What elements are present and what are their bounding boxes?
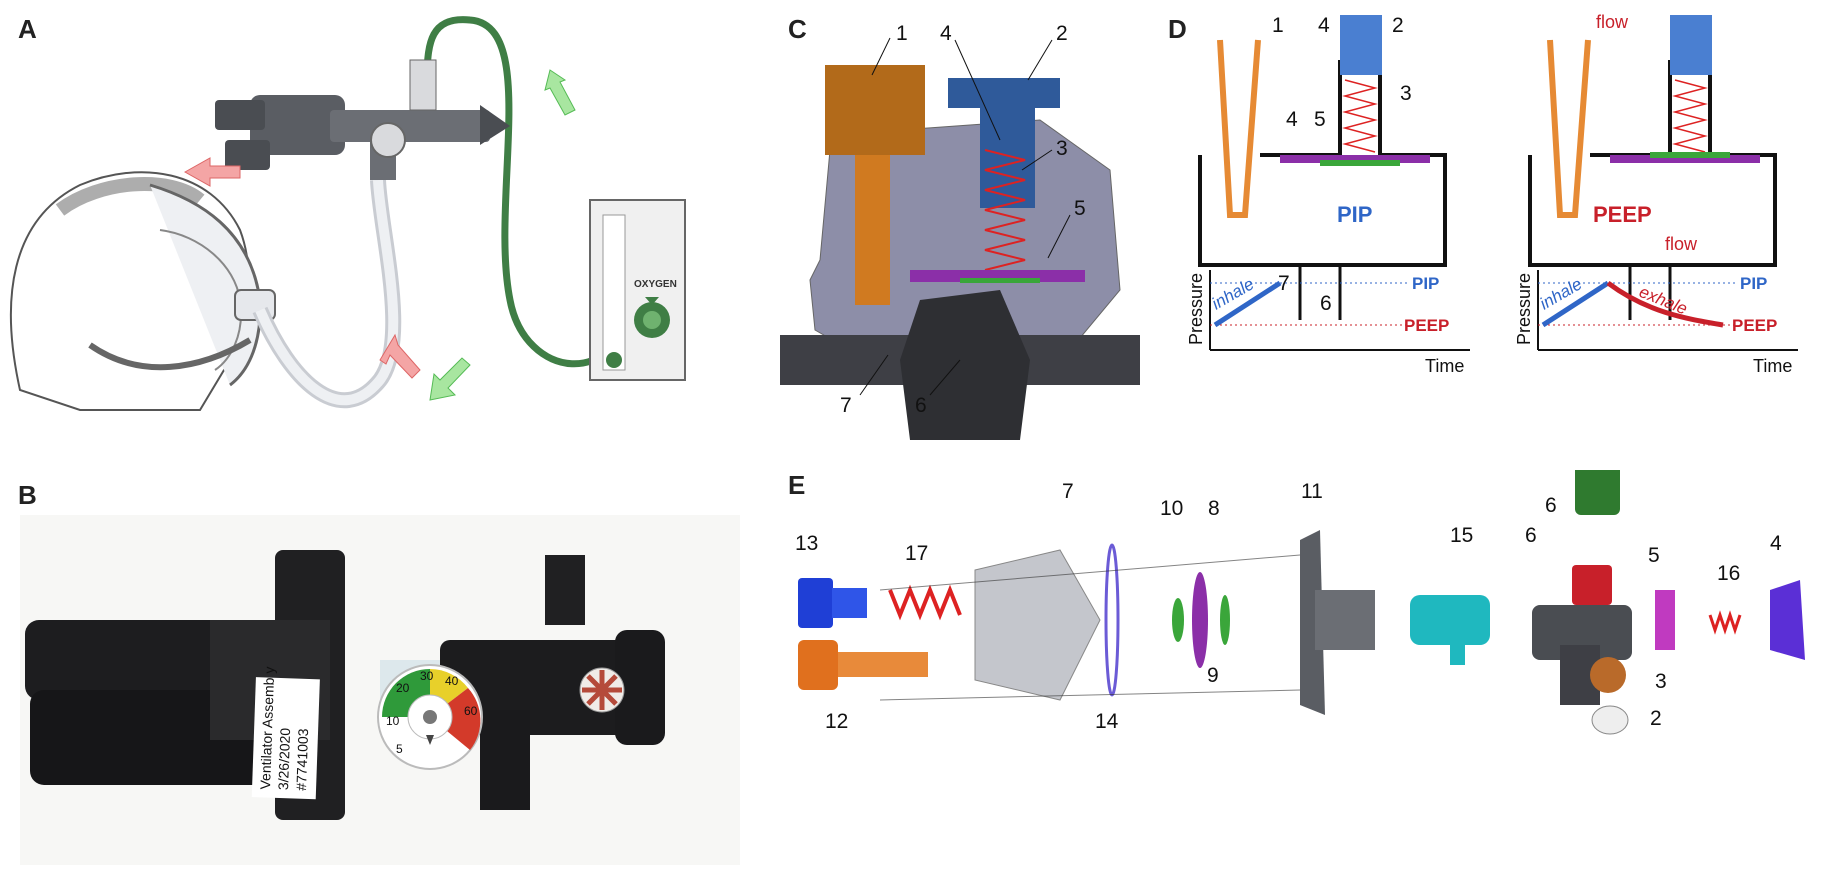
plot-x-label: Time bbox=[1425, 356, 1464, 376]
d-label-7: 7 bbox=[1278, 272, 1290, 295]
gauge-number-40: 40 bbox=[445, 674, 459, 688]
d-label-4: 4 bbox=[1318, 14, 1330, 37]
plot-inhale-line bbox=[1213, 280, 1282, 328]
panel-letter-b: B bbox=[18, 480, 37, 510]
e-label-10: 10 bbox=[1160, 497, 1183, 520]
label-line-3: #7741003 bbox=[293, 728, 311, 791]
panel-c-cross-section: 1 4 2 3 5 7 6 bbox=[780, 22, 1140, 440]
d-label-3: 3 bbox=[1400, 82, 1412, 105]
e-label-14: 14 bbox=[1095, 710, 1119, 733]
panel-letter-d: D bbox=[1168, 14, 1187, 44]
d-schematic-inhale: PIP 1 4 2 3 4 5 7 6 bbox=[1198, 14, 1447, 320]
part-5-diaphragm bbox=[910, 270, 1085, 282]
plot-inhale-label: inhale bbox=[1209, 274, 1258, 313]
plot-pip-label: PIP bbox=[1412, 274, 1439, 293]
e-label-3: 3 bbox=[1655, 670, 1667, 693]
e-label-13: 13 bbox=[795, 532, 818, 555]
e-label-16: 16 bbox=[1717, 562, 1740, 585]
c-label-4: 4 bbox=[940, 22, 952, 45]
c-label-1: 1 bbox=[896, 22, 908, 45]
arrow-up-green bbox=[544, 69, 576, 116]
plot-pip-label: PIP bbox=[1740, 274, 1767, 293]
c-label-7: 7 bbox=[840, 394, 852, 417]
panel-a-illustration: OXYGEN bbox=[9, 16, 686, 411]
e-label-15: 15 bbox=[1450, 524, 1473, 547]
e-label-6b: 6 bbox=[1525, 524, 1537, 547]
plot-y-label: Pressure bbox=[1514, 273, 1534, 345]
panel-d-schematics: PIP 1 4 2 3 4 5 7 6 PEEP flow flow bbox=[1186, 12, 1798, 376]
patient-head-illustration bbox=[9, 171, 276, 411]
patient-hose bbox=[252, 179, 402, 409]
panel-c: C 1 4 2 3 5 7 6 bbox=[760, 0, 1160, 440]
plot-inhale-label: inhale bbox=[1537, 274, 1586, 313]
panel-a: A bbox=[0, 0, 720, 420]
e-label-17: 17 bbox=[905, 542, 928, 565]
arrow-left-red bbox=[183, 157, 241, 187]
panel-letter-e: E bbox=[788, 470, 806, 500]
arrow-down-green bbox=[429, 357, 471, 401]
e-parts bbox=[798, 460, 1805, 735]
part-1-cap bbox=[825, 65, 925, 155]
plot-exhale-curve bbox=[1606, 280, 1724, 328]
pressure-gauge: 10 20 30 40 60 5 bbox=[377, 664, 483, 770]
panel-b: B 10 20 30 40 60 bbox=[0, 480, 750, 870]
e-label-2: 2 bbox=[1650, 707, 1662, 730]
e-label-8: 8 bbox=[1208, 497, 1220, 520]
e-label-9: 9 bbox=[1207, 664, 1219, 687]
panel-e-exploded-view: 1 6 6 13 17 12 7 10 8 9 14 11 15 5 16 4 … bbox=[795, 402, 1805, 735]
d-peep-label-right: PEEP bbox=[1593, 202, 1652, 227]
oxygen-flowmeter: OXYGEN bbox=[589, 199, 686, 381]
e-label-12: 12 bbox=[825, 710, 848, 733]
arrow-up-red bbox=[379, 333, 421, 379]
d-label-4b: 4 bbox=[1286, 108, 1298, 131]
oxygen-label: OXYGEN bbox=[634, 279, 677, 290]
gauge-number-20: 20 bbox=[396, 681, 410, 695]
c-label-5: 5 bbox=[1074, 197, 1086, 220]
plot-peep-label: PEEP bbox=[1404, 316, 1449, 335]
panel-b-photo: 10 20 30 40 60 5 Ventilator Assemb y 3/2… bbox=[20, 515, 740, 865]
d-label-6: 6 bbox=[1320, 292, 1332, 315]
plot-peep-label: PEEP bbox=[1732, 316, 1777, 335]
label-line-2: 3/26/2020 bbox=[275, 727, 293, 790]
c-label-2: 2 bbox=[1056, 22, 1068, 45]
assembly-label-sticker: Ventilator Assemb y 3/26/2020 #7741003 bbox=[251, 666, 320, 800]
gauge-number-5: 5 bbox=[396, 742, 403, 756]
part-2-knob bbox=[948, 78, 1060, 108]
d-schematic-exhale: PEEP flow flow bbox=[1528, 12, 1777, 320]
plot-x-label: Time bbox=[1753, 356, 1792, 376]
d-label-5: 5 bbox=[1314, 108, 1326, 131]
d-flow-label-bottom: flow bbox=[1665, 234, 1698, 254]
e-label-6a: 6 bbox=[1545, 494, 1557, 517]
d-flow-label-top: flow bbox=[1596, 12, 1629, 32]
panel-letter-a: A bbox=[18, 14, 37, 44]
label-line-1: Ventilator Assemb y bbox=[257, 666, 277, 789]
e-label-5: 5 bbox=[1648, 544, 1660, 567]
gauge-number-10: 10 bbox=[386, 714, 400, 728]
plot-inhale-line bbox=[1541, 280, 1610, 328]
panel-e: E bbox=[760, 402, 1848, 870]
plot-y-label: Pressure bbox=[1186, 273, 1206, 345]
e-label-7: 7 bbox=[1062, 480, 1074, 503]
e-label-11: 11 bbox=[1301, 480, 1323, 503]
part-3-spring bbox=[984, 149, 1026, 271]
d-pip-label-left: PIP bbox=[1337, 202, 1372, 227]
oxygen-tube bbox=[421, 16, 640, 368]
d-label-2: 2 bbox=[1392, 14, 1404, 37]
panel-d: D PIP 1 4 2 3 4 5 7 6 bbox=[1160, 0, 1848, 450]
panel-letter-c: C bbox=[788, 14, 807, 44]
gauge-number-60: 60 bbox=[464, 704, 478, 718]
c-label-3: 3 bbox=[1056, 137, 1068, 160]
ventilator-valve-illustration bbox=[215, 59, 510, 180]
d-label-1: 1 bbox=[1272, 14, 1284, 37]
gauge-number-30: 30 bbox=[420, 669, 434, 683]
e-label-4: 4 bbox=[1770, 532, 1782, 555]
c-label-6: 6 bbox=[915, 394, 927, 417]
